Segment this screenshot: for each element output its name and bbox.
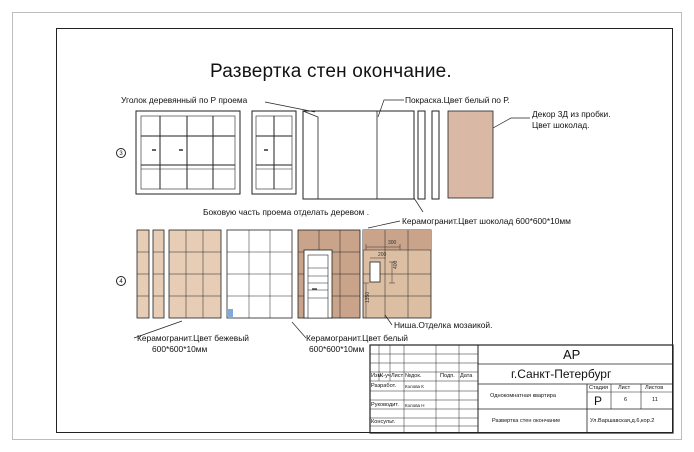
col-header-data: Дата xyxy=(460,373,473,379)
mosaic-niche xyxy=(369,261,381,283)
dimension-200: 200 xyxy=(378,252,387,258)
row-marker-3: 3 xyxy=(116,148,126,158)
leader-lines xyxy=(133,99,530,339)
title-block-sheet-no: 6 xyxy=(624,397,628,403)
title-block-grid xyxy=(369,344,674,434)
annotation-ceramic-beige-line2: 600*600*10мм xyxy=(152,344,208,354)
window-narrow xyxy=(251,110,297,195)
name-razrabot: Колова К xyxy=(405,384,424,389)
annotation-decor-3d-line1: Декор 3Д из пробки. xyxy=(532,109,611,119)
col-header-ndok: №док. xyxy=(405,373,422,379)
col-header-izm: Изм. xyxy=(371,373,383,379)
annotation-niche-mosaic: Ниша.Отделка мозаикой. xyxy=(394,320,493,330)
name-rukovodit: Колова Н xyxy=(405,403,425,408)
title-block-sheet-label: Лист xyxy=(618,385,631,391)
annotation-ceramic-chocolate: Керамогранит.Цвет шоколад 600*600*10мм xyxy=(402,216,571,226)
sheet-inner-frame xyxy=(56,28,673,433)
white-wall-blue-accent xyxy=(228,309,233,317)
title-block-sheets-total: 11 xyxy=(652,397,658,403)
title-block-stage-label: Стадия xyxy=(589,385,609,391)
title-block-city: г.Санкт-Петербург xyxy=(511,367,612,381)
annotation-ceramic-white-line1: Керамогранит.Цвет белый xyxy=(306,333,408,343)
sheet-title: Развертка стен окончание. xyxy=(210,61,452,82)
title-block-stage: Р xyxy=(594,394,603,408)
role-razrabot: Разработ. xyxy=(371,383,397,389)
col-header-list: Лист xyxy=(391,373,404,379)
window-large xyxy=(135,110,241,195)
dimension-300: 300 xyxy=(388,240,397,246)
col-header-kuch: К-уч xyxy=(380,373,391,379)
annotation-side-wood: Боковую часть проема отделать деревом . xyxy=(203,207,370,217)
annotation-ceramic-beige-line1: Керамогранит.Цвет бежевый xyxy=(137,333,249,343)
row1-elevations xyxy=(135,110,440,200)
cork-decor-panel xyxy=(447,110,494,199)
annotation-paint-white: Покраска.Цвет белый по Р. xyxy=(405,95,510,105)
side-strip-2 xyxy=(431,110,440,200)
dimension-400: 400 xyxy=(393,260,399,269)
col-header-podp: Подп. xyxy=(440,373,455,379)
role-rukovodit: Руководит. xyxy=(371,402,399,408)
wall-opening xyxy=(302,110,415,200)
row-marker-4: 4 xyxy=(116,276,126,286)
row2-elevations xyxy=(136,229,432,319)
annotation-ceramic-white-line2: 600*600*10мм xyxy=(309,344,365,354)
annotation-decor-3d-line2: Цвет шоколад. xyxy=(532,120,590,130)
title-block-address: Ул.Варшавская,д.6,кор.2 xyxy=(590,418,655,424)
title-block-project: Однокомнатная квартира xyxy=(490,393,556,399)
title-block-section: АР xyxy=(563,347,581,362)
annotation-wooden-corner: Уголок деревянный по Р проема xyxy=(121,95,248,105)
dimension-1350: 1350 xyxy=(365,291,371,303)
title-block-drawing: Развертка стен окончание xyxy=(492,418,561,424)
role-konsult: Консульт. xyxy=(371,419,396,425)
side-strip-1 xyxy=(417,110,426,200)
title-block-sheets-label: Листов xyxy=(645,385,664,391)
sheet-outer-frame xyxy=(12,12,682,440)
